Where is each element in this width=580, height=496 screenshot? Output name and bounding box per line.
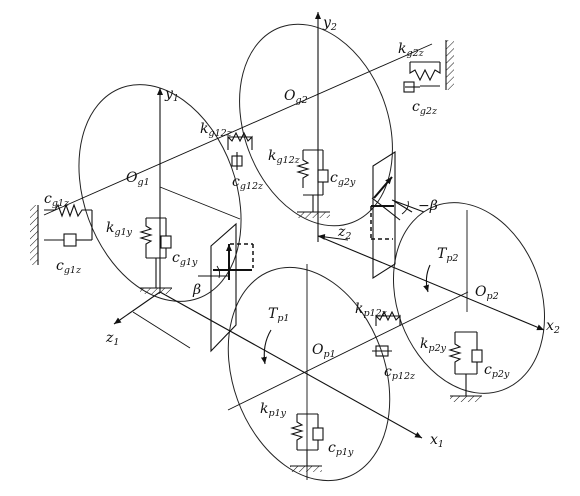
label-og1: Og1 [126,170,150,188]
gear1-disk [78,84,242,302]
label-cg2y: cg2y [330,170,356,188]
gear2-disk [239,23,393,227]
cg2y-damper [317,150,329,195]
label-cp1y: cp1y [328,440,354,458]
wall-g1z [30,205,39,265]
torque-arrow-p2 [423,264,431,293]
gear1-extension [159,186,241,220]
pinion1-bracket [297,413,318,466]
x2-axis [317,235,545,331]
label-tp1: Tp1 [268,306,289,324]
label-beta-right: −β [418,198,438,214]
cg12z-damper-top [231,152,243,170]
kp1y-spring [290,414,304,450]
cp1y-damper [312,414,324,450]
label-kp12z: kp12z [355,301,388,319]
label-op2: Op2 [475,284,499,302]
label-op1: Op1 [312,342,336,360]
lower-left-line [132,311,191,349]
label-tp2: Tp2 [437,246,458,264]
label-cp2y: cp2y [484,362,510,380]
ground-gear2 [297,211,330,218]
gear-center-line [43,43,433,216]
cg1y-damper [160,218,172,258]
torque-arrow-p1 [260,329,272,365]
label-kg1y: kg1y [106,220,133,238]
gear1-bracket [146,217,166,288]
label-kp1y: kp1y [260,401,287,419]
label-kg12z: kg12z [200,121,233,139]
mesh-plane-right [370,150,425,280]
label-y1: y1 [164,86,179,104]
label-beta-left: β [192,282,201,298]
gear2-bracket [303,149,323,212]
label-z1: z1 [105,330,119,348]
kp12z-spring [375,310,401,326]
pinion-center-line [227,291,469,411]
kg12z-spring-top [227,131,253,150]
kg1y-spring [139,218,153,258]
mesh-plane-left [198,222,254,353]
label-cg2z: cg2z [412,99,438,117]
label-cg12z: cg12z [232,174,264,192]
ground-pinion1 [290,465,322,472]
cp12z-damper [372,345,392,357]
pinion1-disk [227,266,391,482]
label-y2: y2 [322,15,337,33]
label-kg12z-b: kg12z [268,148,301,166]
label-z2: z2 [337,224,351,242]
label-cp12z: cp12z [384,364,416,382]
kg12z-spring-gear2 [296,150,310,188]
cg2z-damper [403,81,440,93]
label-kg2z: kg2z [398,41,425,59]
ground-pinion2 [450,395,482,402]
label-x2: x2 [546,318,560,336]
cg1z-spring [44,203,92,218]
label-og2: Og2 [284,88,308,106]
z2-axis [317,233,349,241]
label-cg1z-bottom: cg1z [56,258,82,276]
z1-axis [113,291,161,325]
label-cg1y: cg1y [172,250,198,268]
cp2y-damper [471,332,483,374]
cg1z-damper [44,233,92,247]
pinion2-disk [392,202,546,394]
label-x1: x1 [430,432,444,450]
kp2y-spring [448,332,462,374]
label-kp2y: kp2y [420,336,447,354]
label-cg1z-top: cg1z [44,191,70,209]
x1-axis [159,291,423,439]
pinion2-bracket [455,331,477,396]
wall-g2z [445,40,454,90]
kg2z-spring [409,61,441,82]
ground-gear1 [140,287,172,294]
